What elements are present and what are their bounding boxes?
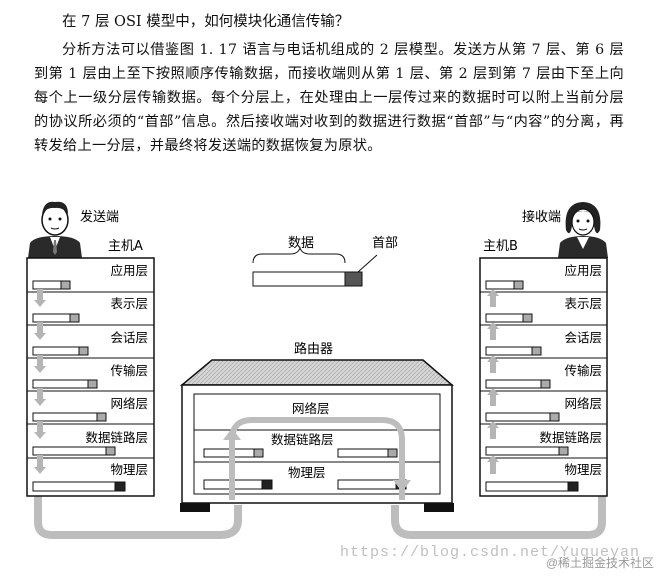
legend-header-label: 首部 (372, 236, 398, 251)
sender-person-icon (28, 201, 82, 258)
router-label: 路由器 (294, 341, 333, 357)
host-a-layer-2: 数据链路层 (85, 430, 148, 445)
host-a-label: 主机A (108, 239, 143, 254)
host-b-layer-1: 物理层 (564, 462, 602, 477)
host-a-layer-7: 应用层 (110, 263, 148, 278)
sender-label: 发送端 (80, 209, 119, 225)
source-url: https://blog.csdn.net/Yuqueyan (340, 544, 641, 561)
receiver-label: 接收端 (522, 209, 561, 225)
host-b-layer-6: 表示层 (564, 296, 602, 311)
question-text: 在 7 层 OSI 模型中，如何模块化通信传输？ (62, 14, 350, 30)
transmission-path (34, 494, 606, 539)
router-layer-3: 网络层 (292, 401, 330, 416)
host-b-stack: 应用层 表示层 会话层 传输层 网络层 数据链路层 物理层 (479, 257, 608, 497)
data-header-legend: 数据 首部 (252, 236, 398, 287)
router-layer-1: 物理层 (288, 465, 326, 480)
router-box: 路由器 网络层 数据链路层 物理层 (179, 341, 455, 512)
watermark: @稀土掘金技术社区 (545, 556, 654, 570)
host-a-layer-6: 表示层 (110, 296, 148, 311)
host-b-layer-2: 数据链路层 (539, 430, 602, 445)
host-b-layer-4: 传输层 (564, 363, 602, 378)
host-b-layer-5: 会话层 (564, 330, 602, 345)
router-layer-2: 数据链路层 (271, 432, 334, 447)
host-a-layer-3: 网络层 (110, 396, 148, 411)
legend-data-label: 数据 (288, 236, 314, 251)
body-paragraph: 分析方法可以借鉴图 1. 17 语言与电话机组成的 2 层模型。发送方从第 7 … (34, 42, 624, 154)
host-a-stack: 应用层 表示层 会话层 传输层 网络层 数据链路层 物理层 (26, 257, 155, 497)
host-a-layer-1: 物理层 (110, 462, 148, 477)
host-b-layer-3: 网络层 (564, 396, 602, 411)
host-a-layer-4: 传输层 (110, 363, 148, 378)
host-b-layer-7: 应用层 (564, 263, 602, 278)
receiver-person-icon (558, 202, 608, 258)
host-a-layer-5: 会话层 (110, 330, 148, 345)
host-b-label: 主机B (483, 239, 518, 254)
